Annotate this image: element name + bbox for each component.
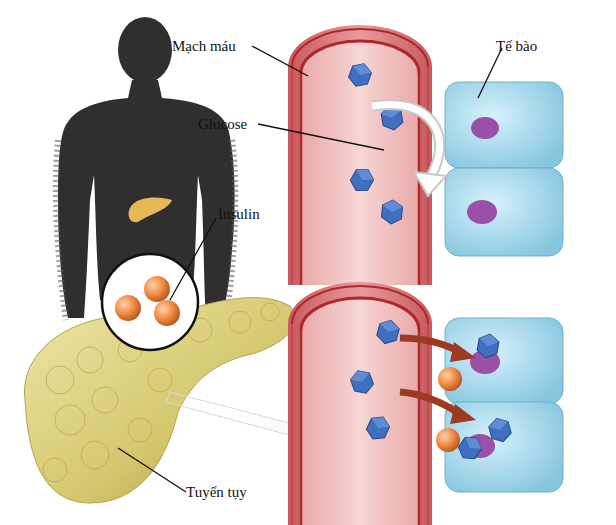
- blood-vessel: [288, 282, 432, 525]
- insulin-molecules: [436, 367, 462, 452]
- part-label: Tuyến tụy: [186, 483, 247, 501]
- glucose-molecules: [346, 60, 512, 463]
- part-label: Mạch máu: [172, 37, 236, 55]
- leader-lines: [118, 46, 502, 492]
- part-label: Tế bào: [496, 37, 537, 55]
- part-label: Insulin: [218, 205, 260, 223]
- uptake-arrows: [400, 338, 476, 424]
- blood-vessel: [288, 25, 432, 285]
- part-label: Glucose: [198, 115, 247, 133]
- cells: [445, 82, 563, 492]
- insulin-zoom: [102, 254, 198, 350]
